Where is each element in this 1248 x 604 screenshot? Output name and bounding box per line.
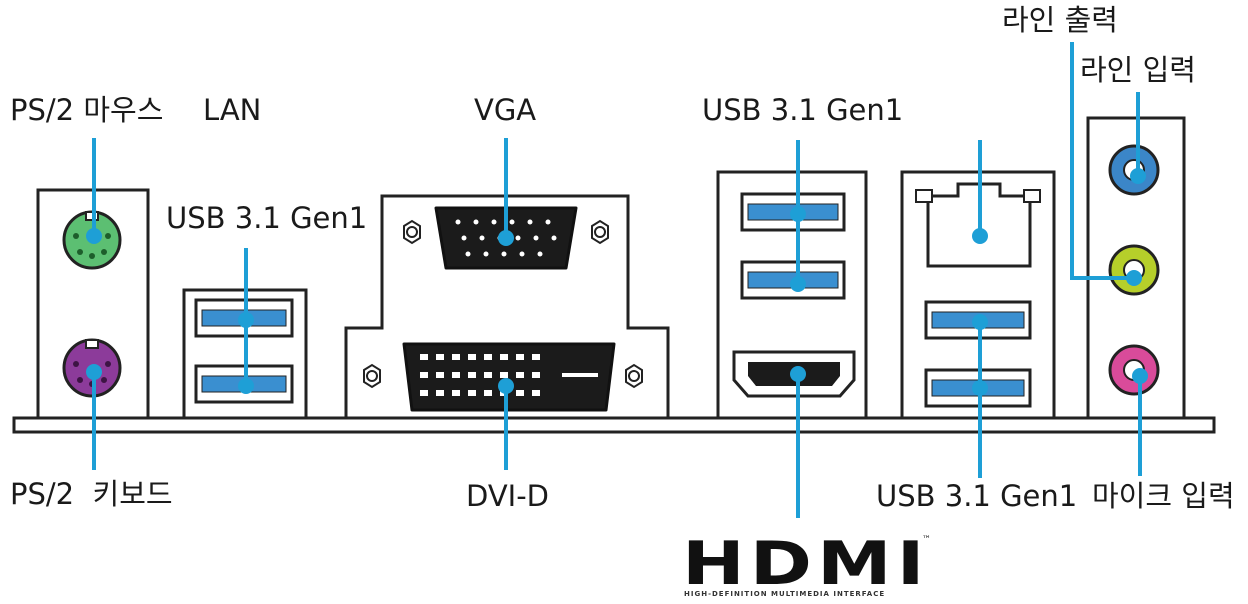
label-line-in: 라인 입력: [1080, 53, 1196, 87]
hdmi-logo-tagline: HIGH-DEFINITION MULTIMEDIA INTERFACE: [684, 590, 886, 598]
hex-screw-icon: [403, 219, 421, 245]
label-usb-top-right: USB 3.1 Gen1: [702, 93, 904, 127]
audio-jack-icon: [1108, 344, 1160, 396]
label-vga: VGA: [474, 93, 537, 127]
lan-usb-block: [900, 140, 1056, 478]
label-usb-left: USB 3.1 Gen1: [166, 201, 368, 235]
io-shield-baseline: [12, 416, 1216, 434]
video-block: [344, 138, 670, 470]
usb-hdmi-block: [716, 140, 868, 518]
label-lan: LAN: [203, 93, 262, 127]
label-dvi-d: DVI-D: [466, 479, 550, 513]
hdmi-logo-wordmark: HDMI: [682, 529, 930, 599]
audio-block: [1070, 42, 1186, 476]
label-ps2-keyboard: PS/2 키보드: [10, 477, 173, 511]
hex-screw-icon: [591, 219, 609, 245]
label-line-out: 라인 출력: [1002, 3, 1118, 37]
ps2-block: [36, 138, 150, 470]
label-mic-in: 마이크 입력: [1092, 479, 1235, 513]
hex-screw-icon: [363, 363, 381, 389]
label-ps2-mouse: PS/2 마우스: [10, 93, 164, 127]
dvi-port-icon: [402, 342, 616, 412]
label-usb-bottom-right: USB 3.1 Gen1: [876, 479, 1078, 513]
hex-screw-icon: [625, 363, 643, 389]
usb-left-block: [182, 248, 308, 420]
hdmi-logo-trademark: ™: [922, 535, 931, 545]
